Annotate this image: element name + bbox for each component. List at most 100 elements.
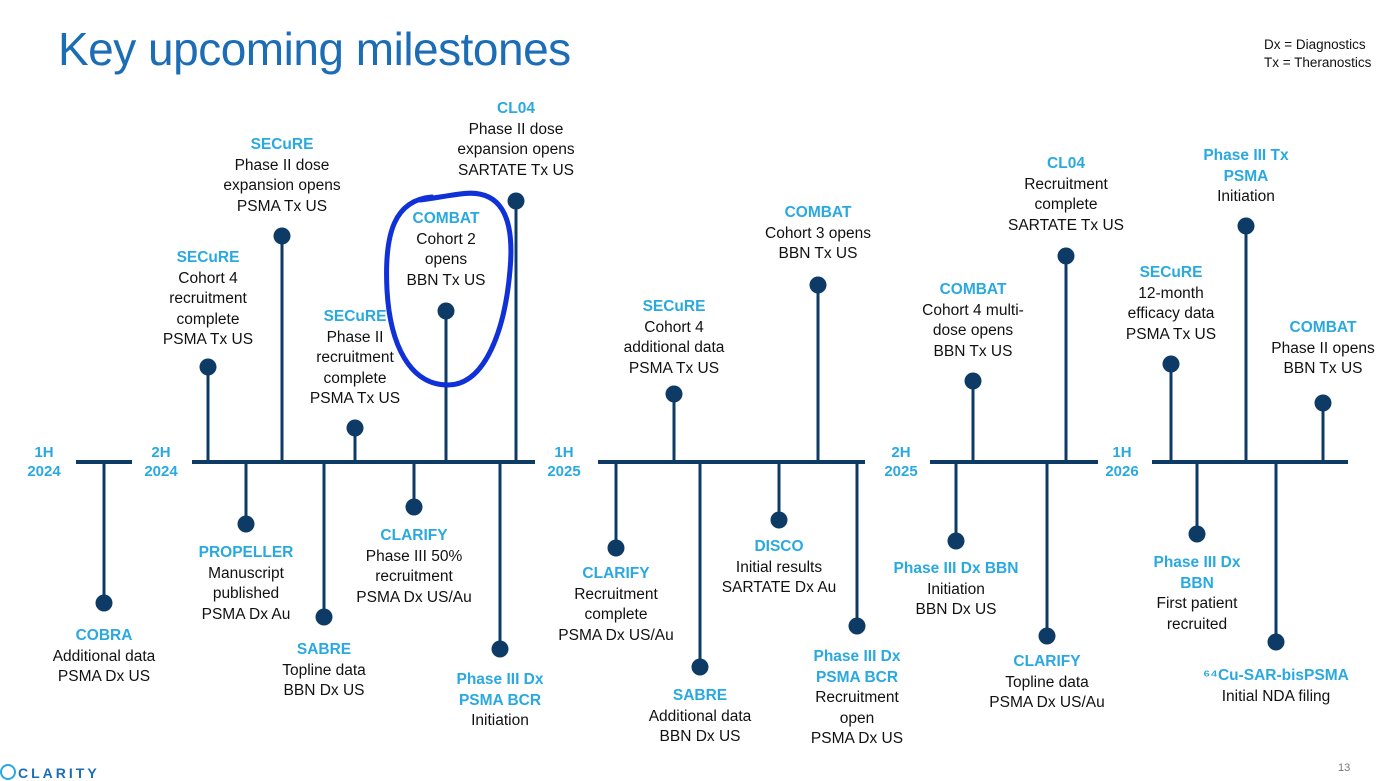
milestone-name: SECuRE	[642, 298, 706, 315]
milestone-detail: Phase II dose	[234, 156, 330, 174]
milestone-detail: BBN Dx US	[283, 682, 365, 699]
milestone-dot	[848, 617, 866, 635]
milestone-dot	[1237, 217, 1255, 235]
milestone-detail: Phase II opens	[1271, 339, 1375, 357]
milestone-dot	[95, 594, 113, 612]
milestone-detail: Initial results	[735, 558, 823, 576]
milestone-detail: complete	[176, 310, 240, 328]
milestone-name: DISCO	[754, 538, 804, 555]
milestone-name: CL04	[497, 100, 535, 117]
milestone-detail: BBN Tx US	[406, 271, 486, 289]
milestone-detail: Phase II	[326, 328, 384, 346]
milestone-detail: Topline data	[282, 661, 366, 679]
milestone-name: CLARIFY	[582, 565, 650, 582]
milestone-detail: complete	[323, 369, 387, 387]
legend-tx: Tx = Theranostics	[1264, 55, 1372, 70]
milestone-name: SECuRE	[1139, 264, 1203, 281]
milestone-dot	[770, 511, 788, 529]
milestone-detail: PSMA Tx US	[309, 390, 401, 407]
milestone-detail: Initiation	[1217, 188, 1275, 205]
milestone-dot	[665, 385, 683, 403]
milestone-detail: Recruitment	[815, 689, 899, 706]
milestone-dot	[1162, 355, 1180, 373]
milestone-detail: BBN Dx US	[915, 601, 997, 618]
milestone-name: CLARIFY	[1013, 653, 1081, 670]
clarity-logo: CLARITY	[0, 764, 100, 781]
milestone-detail: Cohort 4	[644, 318, 704, 336]
milestone-name: CLARIFY	[380, 527, 448, 544]
milestone-label: Phase III Dx PSMA BCR Initiation	[445, 670, 555, 732]
milestone-detail: SARTATE Tx US	[1008, 216, 1124, 234]
milestone-detail: Initiation	[471, 712, 529, 729]
milestone-dot	[273, 227, 291, 245]
milestone-detail: PSMA Tx US	[236, 197, 328, 215]
legend-dx: Dx = Diagnostics	[1264, 37, 1366, 52]
milestone-name: ⁶⁴Cu-SAR-bisPSMA	[1203, 667, 1349, 684]
milestone-detail: complete	[1034, 196, 1098, 213]
milestone-detail: Cohort 2	[416, 230, 476, 248]
milestone-detail: dose opens	[932, 322, 1014, 339]
milestone-detail: efficacy data	[1127, 305, 1215, 322]
milestone-dot	[199, 358, 217, 376]
milestone-detail: PSMA Dx US/Au	[356, 588, 472, 606]
highlight-circle	[384, 190, 514, 388]
milestone-detail: Manuscript	[208, 564, 284, 582]
milestone-detail: BBN Tx US	[778, 245, 858, 262]
milestone-name: SABRE	[296, 641, 352, 658]
milestone-detail: Additional data	[648, 707, 752, 725]
milestone-detail: open	[839, 709, 875, 727]
milestone-detail: PSMA Dx US	[57, 668, 151, 685]
milestone-name: Phase III Dx PSMA BCR	[456, 671, 544, 709]
milestone-detail: Topline data	[1005, 673, 1089, 691]
milestone-detail: recruitment	[316, 349, 394, 366]
milestone-dot	[315, 608, 333, 626]
period-half: 1H	[34, 444, 54, 461]
milestone-detail: Cohort 4 multi-	[922, 301, 1024, 319]
milestone-name: COMBAT	[939, 281, 1007, 298]
period-year: 2025	[884, 463, 918, 480]
milestone-detail: Initial NDA filing	[1221, 687, 1331, 705]
period-label: 2H 2025	[884, 443, 917, 481]
milestone-name: SECuRE	[323, 308, 387, 325]
milestone-detail: SARTATE Tx US	[458, 161, 574, 179]
milestone-detail: Recruitment	[574, 585, 658, 603]
milestone-dot	[809, 276, 827, 294]
milestone-detail: expansion opens	[223, 177, 341, 194]
milestone-name: SECuRE	[250, 136, 314, 153]
milestone-detail: PSMA Dx Au	[201, 605, 291, 623]
milestone-detail: complete	[584, 606, 648, 623]
milestone-detail: additional data	[623, 339, 725, 356]
milestone-detail: Additional data	[52, 647, 156, 665]
milestone-detail: Cohort 3 opens	[765, 224, 871, 242]
milestone-detail: recruitment	[375, 568, 453, 585]
milestone-dot	[346, 419, 364, 437]
milestone-name: Phase III Dx PSMA BCR	[813, 648, 901, 686]
milestone-detail: recruitment	[169, 290, 247, 307]
milestone-dot	[691, 658, 709, 676]
period-year: 2024	[27, 463, 61, 480]
period-half: 1H	[1112, 444, 1132, 461]
milestone-detail: First patient	[1156, 595, 1238, 612]
milestone-detail: PSMA Dx US/Au	[558, 626, 674, 644]
milestone-name: COBRA	[75, 627, 133, 644]
milestone-detail: SARTATE Dx Au	[721, 579, 837, 596]
milestone-dot	[607, 539, 625, 557]
milestone-detail: Cohort 4	[178, 269, 238, 287]
period-half: 2H	[891, 444, 911, 461]
